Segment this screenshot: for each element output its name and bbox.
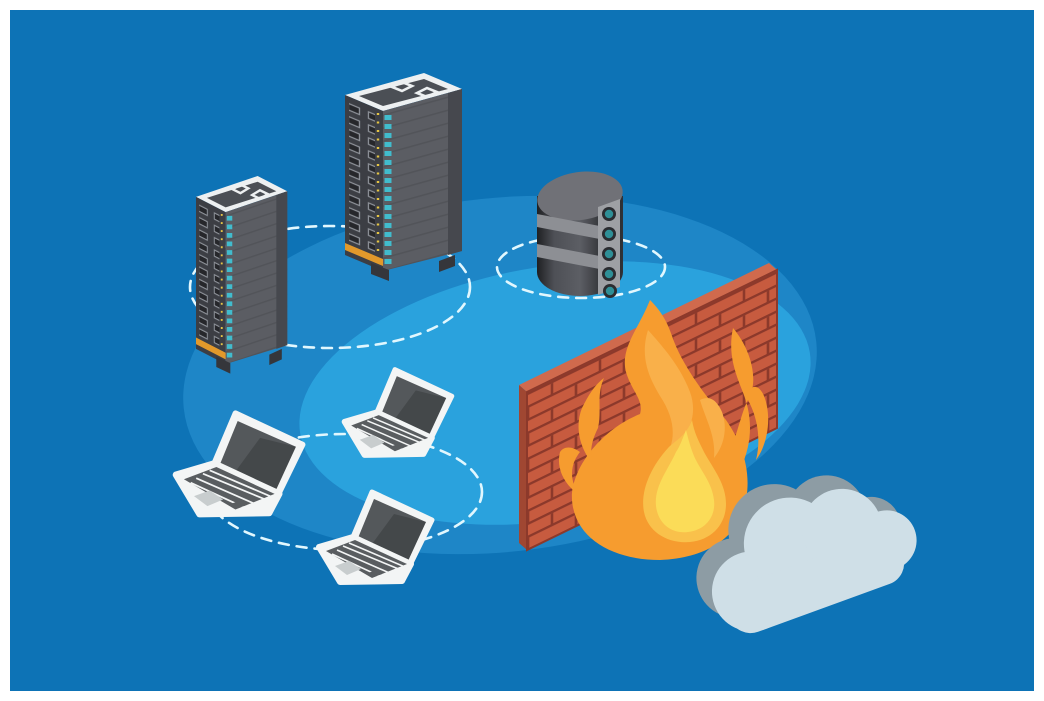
- flame-mid: [644, 330, 725, 458]
- flame-core: [655, 430, 715, 533]
- database-port-icon: [604, 209, 614, 219]
- flame-left-spike: [558, 447, 580, 494]
- dashed-group-database: [495, 234, 667, 300]
- database-port-icon: [604, 229, 614, 239]
- dashed-group-laptops: [206, 432, 484, 552]
- dashed-group-servers: [188, 224, 472, 350]
- server-tower-small: [196, 176, 287, 374]
- flame-left-tongue: [578, 378, 604, 470]
- database-port-icon: [605, 286, 615, 296]
- flame-swirl: [700, 398, 725, 458]
- flame-right-tongue: [720, 328, 754, 470]
- flame-swirl: [644, 330, 694, 448]
- dashed-rings: [188, 224, 667, 552]
- database-cylinder: [537, 171, 623, 298]
- wall-outline: [526, 268, 778, 552]
- database-port-icon: [604, 269, 614, 279]
- server-tower-large: [345, 73, 462, 281]
- database-ports: [602, 207, 617, 298]
- database-ring-band: [537, 214, 610, 241]
- wall-left-end: [519, 385, 527, 550]
- database-ring-band: [537, 244, 610, 271]
- flame: [558, 300, 769, 560]
- flame-right-spike: [745, 386, 769, 460]
- database-port-icon: [604, 249, 614, 259]
